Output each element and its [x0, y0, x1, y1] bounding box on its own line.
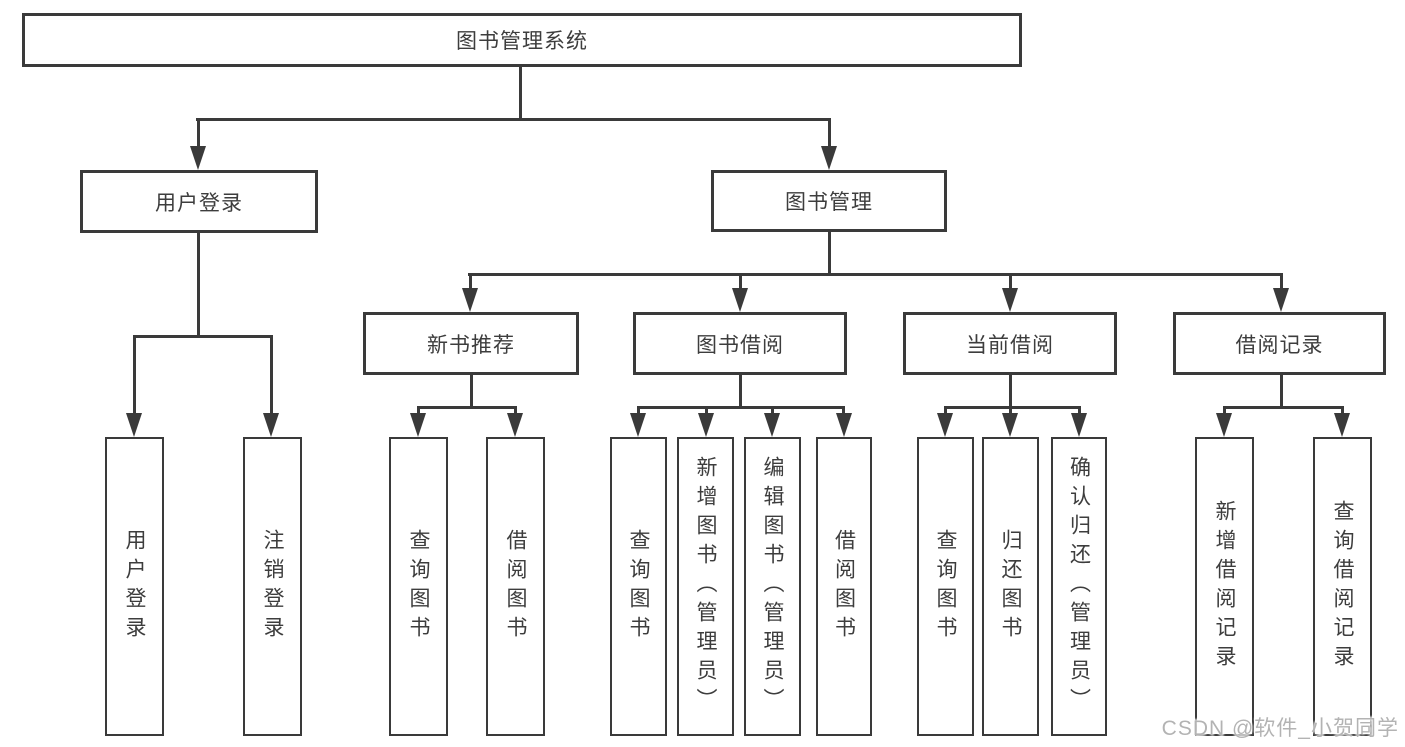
connector-line — [1078, 406, 1081, 415]
node-root: 图书管理系统 — [22, 13, 1022, 67]
connector-line — [1223, 406, 1226, 415]
node-borrow-records-label: 借阅记录 — [1235, 333, 1324, 357]
connector-line — [828, 232, 831, 273]
arrowhead-down-icon — [507, 413, 523, 437]
connector-line — [739, 273, 742, 290]
connector-line — [468, 273, 1282, 276]
arrowhead-down-icon — [821, 146, 837, 170]
connector-line — [771, 406, 774, 415]
node-borrow-records: 借阅记录 — [1173, 312, 1386, 375]
leaf-query-books-current-label: 查询图书 — [934, 528, 957, 645]
arrowhead-down-icon — [190, 146, 206, 170]
leaf-query-books-recommend: 查询图书 — [389, 437, 448, 736]
leaf-borrow-books-recommend-label: 借阅图书 — [504, 528, 527, 645]
leaf-user-login: 用户登录 — [105, 437, 164, 736]
leaf-return-book: 归还图书 — [982, 437, 1039, 736]
node-book-management: 图书管理 — [711, 170, 947, 232]
csdn-watermark: CSDN @软件_小贺同学 — [1161, 717, 1399, 740]
arrowhead-down-icon — [410, 413, 426, 437]
connector-line — [197, 118, 200, 148]
leaf-query-borrow-record: 查询借阅记录 — [1313, 437, 1372, 736]
node-new-book-recommend-label: 新书推荐 — [427, 333, 515, 357]
arrowhead-down-icon — [836, 413, 852, 437]
leaf-query-borrow-record-label: 查询借阅记录 — [1331, 499, 1354, 674]
leaf-add-book-admin: 新增图书（管理员） — [677, 437, 734, 736]
leaf-confirm-return-admin: 确认归还（管理员） — [1051, 437, 1107, 736]
leaf-borrow-books-2-label: 借阅图书 — [832, 528, 856, 645]
connector-line — [1009, 375, 1012, 406]
node-user-login-label: 用户登录 — [155, 191, 243, 215]
arrowhead-down-icon — [126, 413, 142, 437]
node-current-borrow-label: 当前借阅 — [966, 333, 1054, 357]
leaf-query-books-current: 查询图书 — [917, 437, 974, 736]
connector-line — [270, 335, 273, 415]
leaf-confirm-return-admin-label: 确认归还（管理员） — [1067, 456, 1091, 717]
node-user-login: 用户登录 — [80, 170, 318, 233]
connector-line — [637, 406, 640, 415]
connector-line — [1224, 406, 1343, 409]
leaf-logout-label: 注销登录 — [261, 528, 284, 645]
connector-line — [1280, 375, 1283, 406]
node-current-borrow: 当前借阅 — [903, 312, 1117, 375]
node-book-borrow: 图书借阅 — [633, 312, 847, 375]
connector-line — [637, 406, 845, 409]
connector-line — [739, 375, 742, 406]
node-book-management-label: 图书管理 — [785, 191, 873, 214]
connector-line — [944, 406, 1080, 409]
leaf-add-borrow-record: 新增借阅记录 — [1195, 437, 1254, 736]
node-book-borrow-label: 图书借阅 — [696, 333, 784, 357]
arrowhead-down-icon — [1071, 413, 1087, 437]
connector-line — [842, 406, 845, 415]
arrowhead-down-icon — [1334, 413, 1350, 437]
connector-line — [1341, 406, 1344, 415]
arrowhead-down-icon — [698, 413, 714, 437]
leaf-query-books-recommend-label: 查询图书 — [407, 528, 430, 645]
connector-line — [417, 406, 517, 409]
connector-line — [1280, 273, 1283, 290]
connector-line — [519, 67, 522, 118]
leaf-edit-book-admin-label: 编辑图书（管理员） — [761, 456, 784, 717]
connector-line — [133, 335, 273, 338]
node-root-label: 图书管理系统 — [456, 30, 588, 53]
leaf-borrow-books-recommend: 借阅图书 — [486, 437, 545, 736]
arrowhead-down-icon — [1273, 288, 1289, 312]
arrowhead-down-icon — [263, 413, 279, 437]
connector-line — [196, 118, 831, 121]
connector-line — [469, 273, 472, 290]
connector-line — [197, 233, 200, 335]
arrowhead-down-icon — [1002, 413, 1018, 437]
leaf-logout: 注销登录 — [243, 437, 302, 736]
connector-line — [470, 375, 473, 406]
node-new-book-recommend: 新书推荐 — [363, 312, 579, 375]
connector-line — [417, 406, 420, 415]
leaf-query-books-borrow-label: 查询图书 — [627, 528, 650, 645]
leaf-user-login-label: 用户登录 — [123, 528, 146, 645]
leaf-add-borrow-record-label: 新增借阅记录 — [1213, 499, 1236, 674]
arrowhead-down-icon — [1002, 288, 1018, 312]
connector-line — [1009, 406, 1012, 415]
arrowhead-down-icon — [732, 288, 748, 312]
connector-line — [944, 406, 947, 415]
leaf-edit-book-admin: 编辑图书（管理员） — [744, 437, 801, 736]
arrowhead-down-icon — [1216, 413, 1232, 437]
leaf-return-book-label: 归还图书 — [999, 528, 1022, 645]
connector-line — [1009, 273, 1012, 290]
connector-line — [514, 406, 517, 415]
leaf-query-books-borrow: 查询图书 — [610, 437, 667, 736]
connector-line — [705, 406, 708, 415]
arrowhead-down-icon — [462, 288, 478, 312]
arrowhead-down-icon — [630, 413, 646, 437]
leaf-borrow-books-2: 借阅图书 — [816, 437, 872, 736]
connector-line — [133, 335, 136, 415]
arrowhead-down-icon — [937, 413, 953, 437]
leaf-add-book-admin-label: 新增图书（管理员） — [694, 456, 717, 717]
arrowhead-down-icon — [764, 413, 780, 437]
connector-line — [828, 118, 831, 148]
